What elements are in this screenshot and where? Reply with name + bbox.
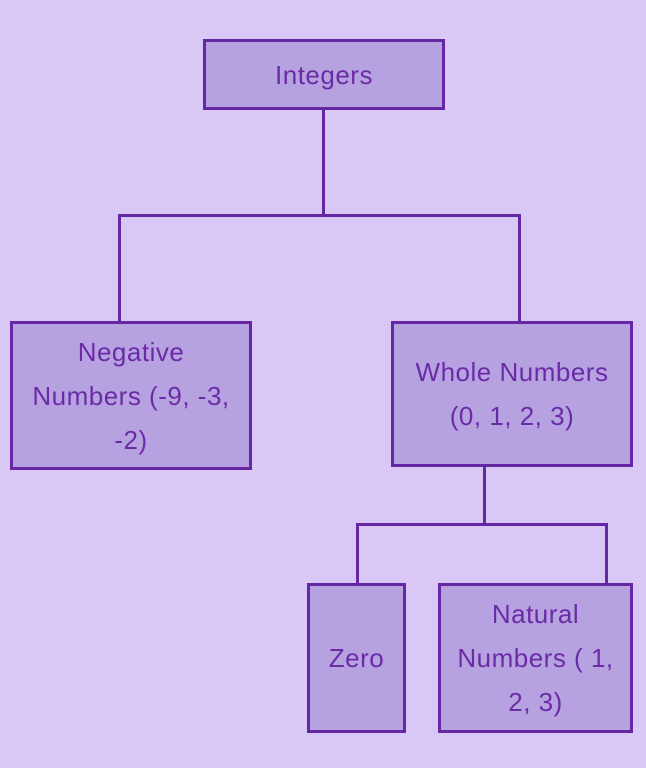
node-label-line: Integers [275,59,373,90]
edge-integers-stem [322,110,325,216]
edge-to-whole-numbers [518,214,521,321]
node-natural-numbers: Natural Numbers ( 1, 2, 3) [438,583,633,733]
node-label-line: Negative [77,336,185,367]
node-negative-numbers: Negative Numbers (-9, -3, -2) [10,321,252,470]
edge-to-negative-numbers [118,214,121,321]
node-label-line: (0, 1, 2, 3) [449,401,575,431]
edge-integers-rail [118,214,521,217]
edge-whole-rail [356,523,608,526]
node-label-line: Whole Numbers [415,357,609,387]
node-label-line: 2, 3) [508,687,563,717]
node-label-line: Zero [328,643,385,673]
node-label-line: Numbers ( 1, [457,643,614,673]
node-label-line: Numbers (-9, -3, [32,380,230,411]
node-zero: Zero [307,583,406,733]
edge-whole-stem [483,467,486,525]
node-whole-numbers: Whole Numbers (0, 1, 2, 3) [391,321,633,467]
node-label-line: -2) [114,424,148,455]
node-label-line: Natural [491,599,580,629]
node-integers: Integers [203,39,445,110]
edge-to-natural-numbers [605,523,608,583]
edge-to-zero [356,523,359,583]
